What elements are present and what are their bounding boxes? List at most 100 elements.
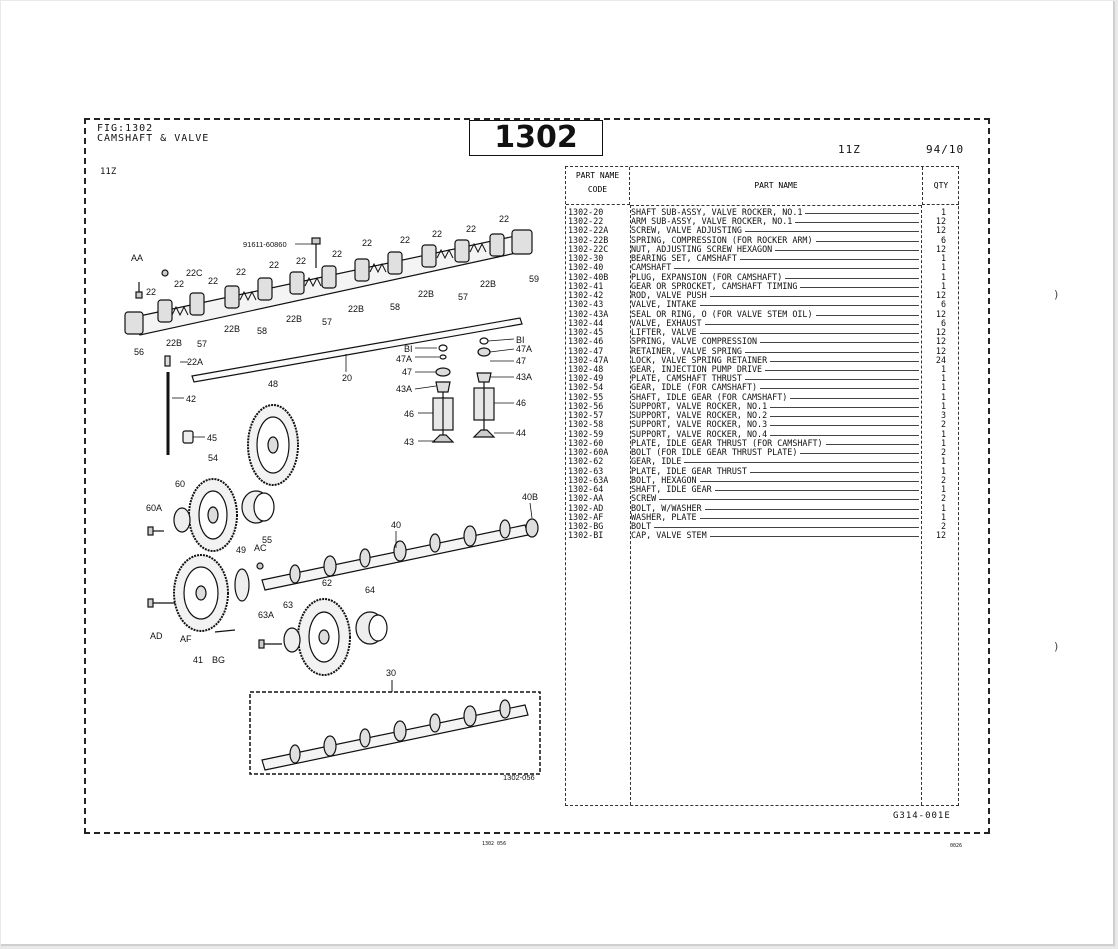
callout-43a: 43A [516,372,532,382]
part-code: 1302-40 [568,262,604,273]
part-qty: 12 [935,216,946,227]
part-code: 1302-47A [568,354,609,365]
part-code: 1302-59 [568,428,604,439]
callout-43a: 43A [396,384,412,394]
callout-ad: AD [150,631,163,641]
part-name: GEAR, INJECTION PUMP DRIVE [631,364,919,374]
part-name: BOLT [631,521,919,531]
callout-42: 42 [186,394,196,404]
diagram-model-code: 11Z [100,167,117,177]
callout-af: AF [180,634,192,644]
callout-22: 22 [146,287,156,297]
column-divider [921,205,922,805]
part-name: SUPPORT, VALVE ROCKER, NO.1 [631,401,919,411]
part-qty: 1 [940,437,946,448]
part-name: SEAL OR RING, O (FOR VALVE STEM OIL) [631,309,919,319]
callout-62: 62 [322,578,332,588]
callout-59: 59 [529,274,539,284]
part-name: SPRING, VALVE COMPRESSION [631,337,919,347]
table-row: 1302-22B SPRING, COMPRESSION (FOR ROCKER … [566,234,960,245]
part-code: 1302-30 [568,253,604,264]
part-qty: 1 [940,428,946,439]
part-qty: 12 [935,308,946,319]
callout-20: 20 [342,373,352,383]
callout-57: 57 [322,317,332,327]
part-qty: 12 [935,336,946,347]
part-qty: 6 [940,299,946,310]
part-code: 1302-63 [568,465,604,476]
part-name: SCREW, VALVE ADJUSTING [631,226,919,236]
callout-22: 22 [174,279,184,289]
diagram-reference: 1302-056 [503,773,535,782]
part-code: 1302-20 [568,207,604,217]
callout-47a: 47A [396,354,412,364]
catalog-code: G314-001E [893,811,951,821]
callout-aa: AA [131,253,143,263]
part-name: LOCK, VALVE SPRING RETAINER [631,355,919,365]
part-code: 1302-60A [568,447,609,458]
callout-40: 40 [391,520,401,530]
callout-22: 22 [499,214,509,224]
part-qty: 1 [940,280,946,291]
part-qty: 2 [940,419,946,430]
callout-bg: BG [212,655,225,665]
column-header-code: PART NAME CODE [566,167,630,205]
part-code: 1302-58 [568,419,604,430]
part-code: 1302-22A [568,225,609,236]
callout-22: 22 [332,249,342,259]
callout-22: 22 [296,256,306,266]
part-name: SHAFT, IDLE GEAR [631,485,919,495]
part-code: 1302-45 [568,327,604,338]
part-qty: 12 [935,225,946,236]
part-code: 1302-BG [568,520,604,531]
callout-22: 22 [400,235,410,245]
part-code: 1302-22B [568,234,609,245]
part-qty: 1 [940,271,946,282]
figure-frame [84,118,990,834]
callout-22b: 22B [224,324,240,334]
part-code: 1302-62 [568,456,604,467]
page-footer-right: 0026 [950,843,963,849]
table-row: 1302-22A SCREW, VALVE ADJUSTING 12 [566,225,960,236]
part-qty: 1 [940,465,946,476]
callout-22b: 22B [480,279,496,289]
part-code: 1302-60 [568,437,604,448]
part-code: 1302-BI [568,530,604,541]
column-header-code-line1: PART NAME [575,171,620,180]
part-name: SHAFT, IDLE GEAR (FOR CAMSHAFT) [631,392,919,402]
part-name: SUPPORT, VALVE ROCKER, NO.2 [631,411,919,421]
callout-22: 22 [432,229,442,239]
scan-mark: ) [1054,640,1059,653]
part-code: 1302-64 [568,484,604,495]
part-name: PLUG, EXPANSION (FOR CAMSHAFT) [631,272,919,282]
part-code: 1302-63A [568,474,609,485]
part-name: CAMSHAFT [631,263,919,273]
part-name: BOLT (FOR IDLE GEAR THRUST PLATE) [631,448,919,458]
column-divider [630,205,631,805]
callout-22b: 22B [286,314,302,324]
callout-60a: 60A [146,503,162,513]
part-name: ARM SUB-ASSY, VALVE ROCKER, NO.1 [631,217,919,227]
part-qty: 1 [940,484,946,495]
part-name: BOLT, HEXAGON [631,475,919,485]
part-name: VALVE, INTAKE [631,300,919,310]
part-name: SPRING, COMPRESSION (FOR ROCKER ARM) [631,235,919,245]
part-code: 1302-54 [568,382,604,393]
